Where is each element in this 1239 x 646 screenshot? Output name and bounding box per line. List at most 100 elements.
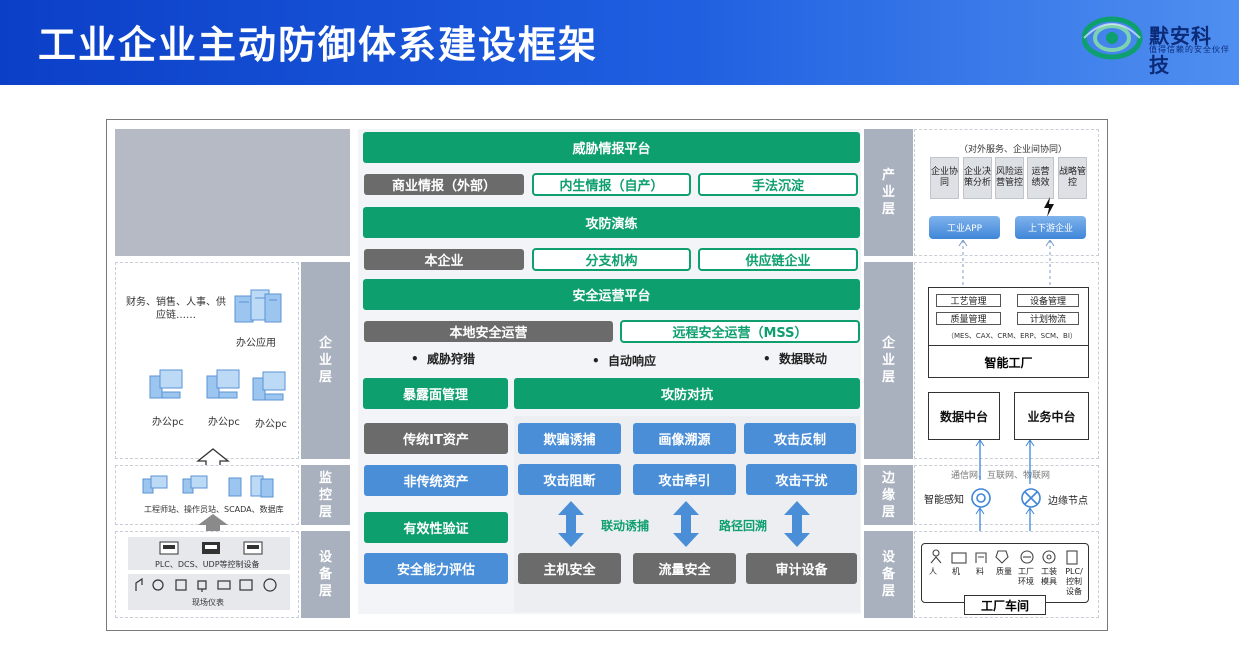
left-device-label: 设备层 xyxy=(301,531,350,618)
eye-logo-icon xyxy=(1082,16,1143,60)
right-enterprise-label: 企业层 xyxy=(864,262,913,459)
mgmt-item: 计划物流 xyxy=(1017,312,1079,325)
mes-text: （MES、CAX、CRM、ERP、SCM、BI） xyxy=(947,332,1077,340)
office-pc-label: 办公pc xyxy=(255,419,287,430)
mgmt-item: 设备管理 xyxy=(1017,294,1079,307)
device-item: 质量 xyxy=(996,567,1012,576)
updown-enterprise-button[interactable]: 上下游企业 xyxy=(1015,216,1086,239)
business-apps-text: 财务、销售、人事、供应链…… xyxy=(126,297,226,321)
office-pc-label: 办公pc xyxy=(152,417,184,428)
effectiveness-validation: 有效性验证 xyxy=(364,512,508,543)
device-item: 机 xyxy=(952,567,960,576)
remote-ops: 远程安全运营（MSS） xyxy=(620,320,860,343)
threat-intel-platform: 威胁情报平台 xyxy=(363,132,860,163)
device-item: 工厂环境 xyxy=(1018,567,1034,586)
double-arrow-icon xyxy=(558,501,584,547)
plc-device-icons xyxy=(159,541,263,555)
logo-tagline: 值得信赖的安全伙伴 xyxy=(1149,45,1230,54)
smart-sense-label: 智能感知 xyxy=(924,495,964,506)
bullet-item: • 数据联动 xyxy=(763,352,828,366)
service-box: 企业决策分析 xyxy=(963,157,992,199)
internal-intel: 内生情报（自产） xyxy=(532,173,691,196)
instrument-text: 现场仪表 xyxy=(192,598,224,607)
profiling: 画像溯源 xyxy=(633,423,736,454)
workstation-icons xyxy=(142,475,274,498)
audit-device: 审计设备 xyxy=(746,553,857,584)
exposure-mgmt: 暴露面管理 xyxy=(363,378,508,409)
service-box: 企业协同 xyxy=(930,157,959,199)
technique-accumulation: 手法沉淀 xyxy=(698,173,858,196)
non-traditional: 非传统资产 xyxy=(364,465,508,496)
edge-node-icon xyxy=(1021,488,1041,508)
host-security: 主机安全 xyxy=(518,553,621,584)
device-item-icons xyxy=(930,549,1078,565)
bullet-item: • 自动响应 xyxy=(592,354,657,368)
double-arrow-icon xyxy=(673,501,699,547)
business-middle-platform: 业务中台 xyxy=(1014,392,1089,440)
company-logo: 默安科技 值得信赖的安全伙伴 xyxy=(1082,12,1232,77)
bullet-item: • 威胁狩猎 xyxy=(411,352,476,366)
double-arrow-icon xyxy=(784,501,810,547)
dashed-connectors xyxy=(958,240,1055,288)
mgmt-item: 工艺管理 xyxy=(936,294,1001,307)
lightning-icon xyxy=(1044,197,1054,217)
commercial-intel: 商业情报（外部） xyxy=(364,174,524,195)
edge-node-label: 边缘节点 xyxy=(1048,496,1088,507)
counterattack: 攻击反制 xyxy=(744,423,856,454)
flow-security: 流量安全 xyxy=(633,553,736,584)
service-box: 运营绩效 xyxy=(1027,157,1054,199)
industrial-app-button[interactable]: 工业APP xyxy=(929,216,1000,239)
soc-platform: 安全运营平台 xyxy=(363,279,860,310)
page-title: 工业企业主动防御体系建设框架 xyxy=(38,23,599,67)
header-banner: 工业企业主动防御体系建设框架 默安科技 值得信赖的安全伙伴 xyxy=(0,0,1239,85)
left-monitor-label: 监控层 xyxy=(301,465,350,525)
right-device-label: 设备层 xyxy=(864,531,913,618)
local-ops: 本地安全运营 xyxy=(364,321,613,342)
logo-name: 默安科技 xyxy=(1149,24,1212,77)
capability-assessment: 安全能力评估 xyxy=(364,553,508,584)
attack-block: 攻击阻断 xyxy=(518,464,621,495)
path-trace: 路径回溯 xyxy=(719,519,768,533)
service-box: 风险运营管控 xyxy=(995,157,1024,199)
this-company: 本企业 xyxy=(364,249,524,270)
supply-chain: 供应链企业 xyxy=(698,248,858,271)
divider xyxy=(928,345,1089,346)
network-text: 通信网、互联网、物联网 xyxy=(951,471,1051,481)
office-pc-icon xyxy=(252,371,286,401)
left-enterprise-label: 企业层 xyxy=(301,262,350,459)
workshop-label: 工厂车间 xyxy=(964,595,1046,615)
branch-org: 分支机构 xyxy=(532,248,691,271)
office-app-label: 办公应用 xyxy=(236,338,276,349)
external-service-text: （对外服务、企业间协同） xyxy=(959,145,1068,155)
smart-factory-label: 智能工厂 xyxy=(984,355,1033,370)
right-edge-label: 边缘层 xyxy=(864,465,913,525)
workshop-box xyxy=(921,543,1089,603)
data-middle-platform: 数据中台 xyxy=(928,392,1000,440)
linkage-trap: 联动诱捕 xyxy=(601,519,650,533)
server-icon xyxy=(234,289,282,323)
instrument-icons xyxy=(135,577,277,592)
deception: 欺骗诱捕 xyxy=(518,423,621,454)
attack-defense: 攻防对抗 xyxy=(514,378,860,409)
instrument-group xyxy=(128,574,290,610)
right-edge-area xyxy=(914,465,1099,525)
up-arrow-icon xyxy=(198,514,228,536)
attack-drill: 攻防演练 xyxy=(363,207,860,238)
traditional-it: 传统IT资产 xyxy=(364,423,508,454)
service-box: 战略管控 xyxy=(1058,157,1087,199)
plc-text: PLC、DCS、UDP等控制设备 xyxy=(155,560,260,569)
workstation-text: 工程师站、操作员站、SCADA、数据库 xyxy=(144,505,284,514)
office-pc-label: 办公pc xyxy=(208,417,240,428)
mgmt-item: 质量管理 xyxy=(936,312,1001,325)
office-pc-icon xyxy=(206,369,240,399)
office-pc-icon xyxy=(149,369,183,399)
device-item: PLC/控制设备 xyxy=(1065,567,1083,596)
attack-interference: 攻击干扰 xyxy=(746,464,857,495)
sense-icon xyxy=(971,488,991,508)
left-top-placeholder xyxy=(115,129,350,256)
attack-traction: 攻击牵引 xyxy=(633,464,736,495)
device-item: 料 xyxy=(976,567,984,576)
device-item: 人 xyxy=(929,567,937,576)
device-item: 工装模具 xyxy=(1041,567,1057,586)
right-industry-label: 产业层 xyxy=(864,129,913,256)
